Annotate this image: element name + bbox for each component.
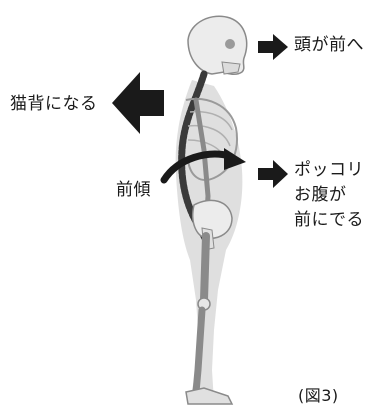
belly-forward-arrow <box>258 160 288 188</box>
head-forward-arrow <box>258 34 288 60</box>
curved-arrow-head <box>224 148 246 170</box>
figure-caption: (図3) <box>298 384 339 408</box>
belly-label-line2: お腹が <box>294 183 347 208</box>
eye-socket <box>225 39 235 49</box>
head-forward-label: 頭が前へ <box>294 33 364 57</box>
belly-label-line3: 前にでる <box>294 208 364 233</box>
belly-label-line1: ポッコリ <box>294 158 364 183</box>
hunchback-arrow <box>112 72 164 134</box>
arrow-right-icon <box>258 160 288 188</box>
foot <box>186 388 232 404</box>
tilt-curved-arrow <box>160 148 250 184</box>
hunchback-label: 猫背になる <box>10 92 98 116</box>
lean-forward-label: 前傾 <box>116 178 151 202</box>
arrow-left-icon <box>112 72 164 134</box>
jaw <box>222 62 240 74</box>
arrow-right-icon <box>258 34 288 60</box>
femur <box>204 236 206 300</box>
curved-arrow-icon <box>164 154 230 180</box>
